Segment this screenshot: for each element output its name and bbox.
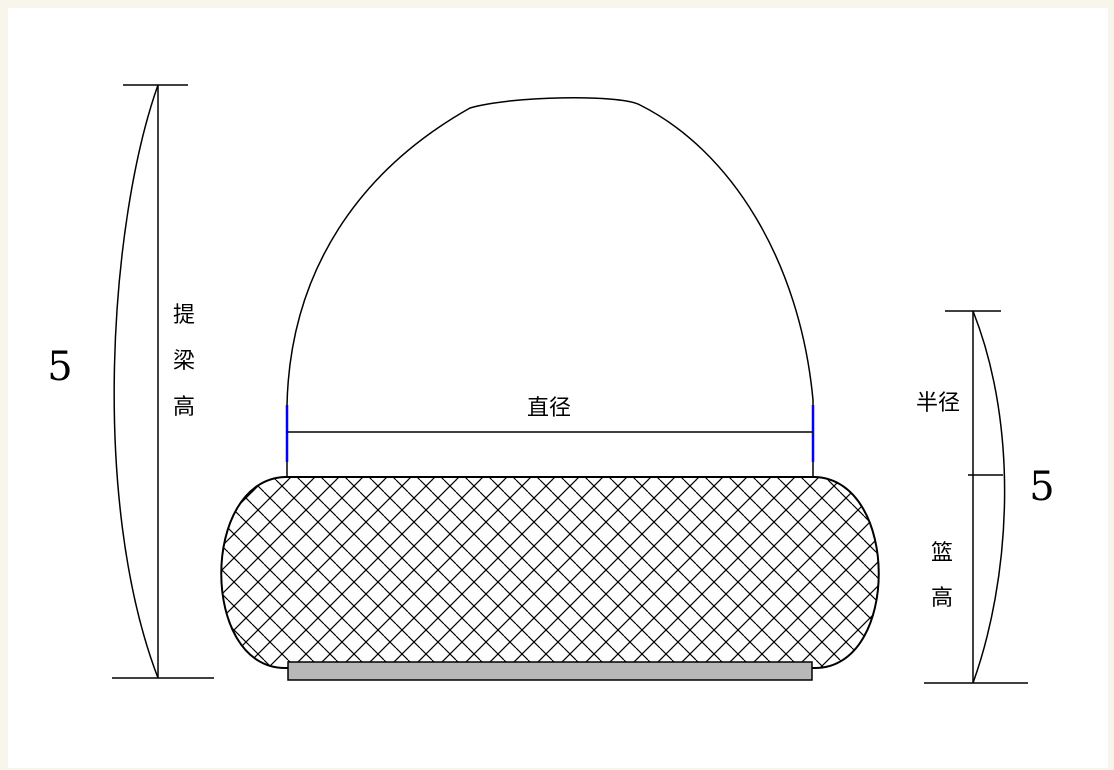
right-height-char-1: 篮 [931, 541, 953, 566]
diameter-label: 直径 [527, 396, 571, 421]
left-height-char-2: 梁 [173, 349, 195, 374]
left-height-char-3: 高 [173, 395, 195, 420]
left-height-char-1: 提 [173, 303, 195, 328]
right-height-char-2: 高 [931, 586, 953, 611]
base-plate [287, 661, 813, 681]
woven-basket-body [220, 476, 880, 669]
left-height-bracket [112, 84, 214, 679]
right-height-bracket [924, 310, 1028, 684]
radius-label: 半径 [916, 391, 960, 416]
left-height-value: 5 [47, 344, 72, 390]
right-value: 5 [1029, 464, 1054, 510]
